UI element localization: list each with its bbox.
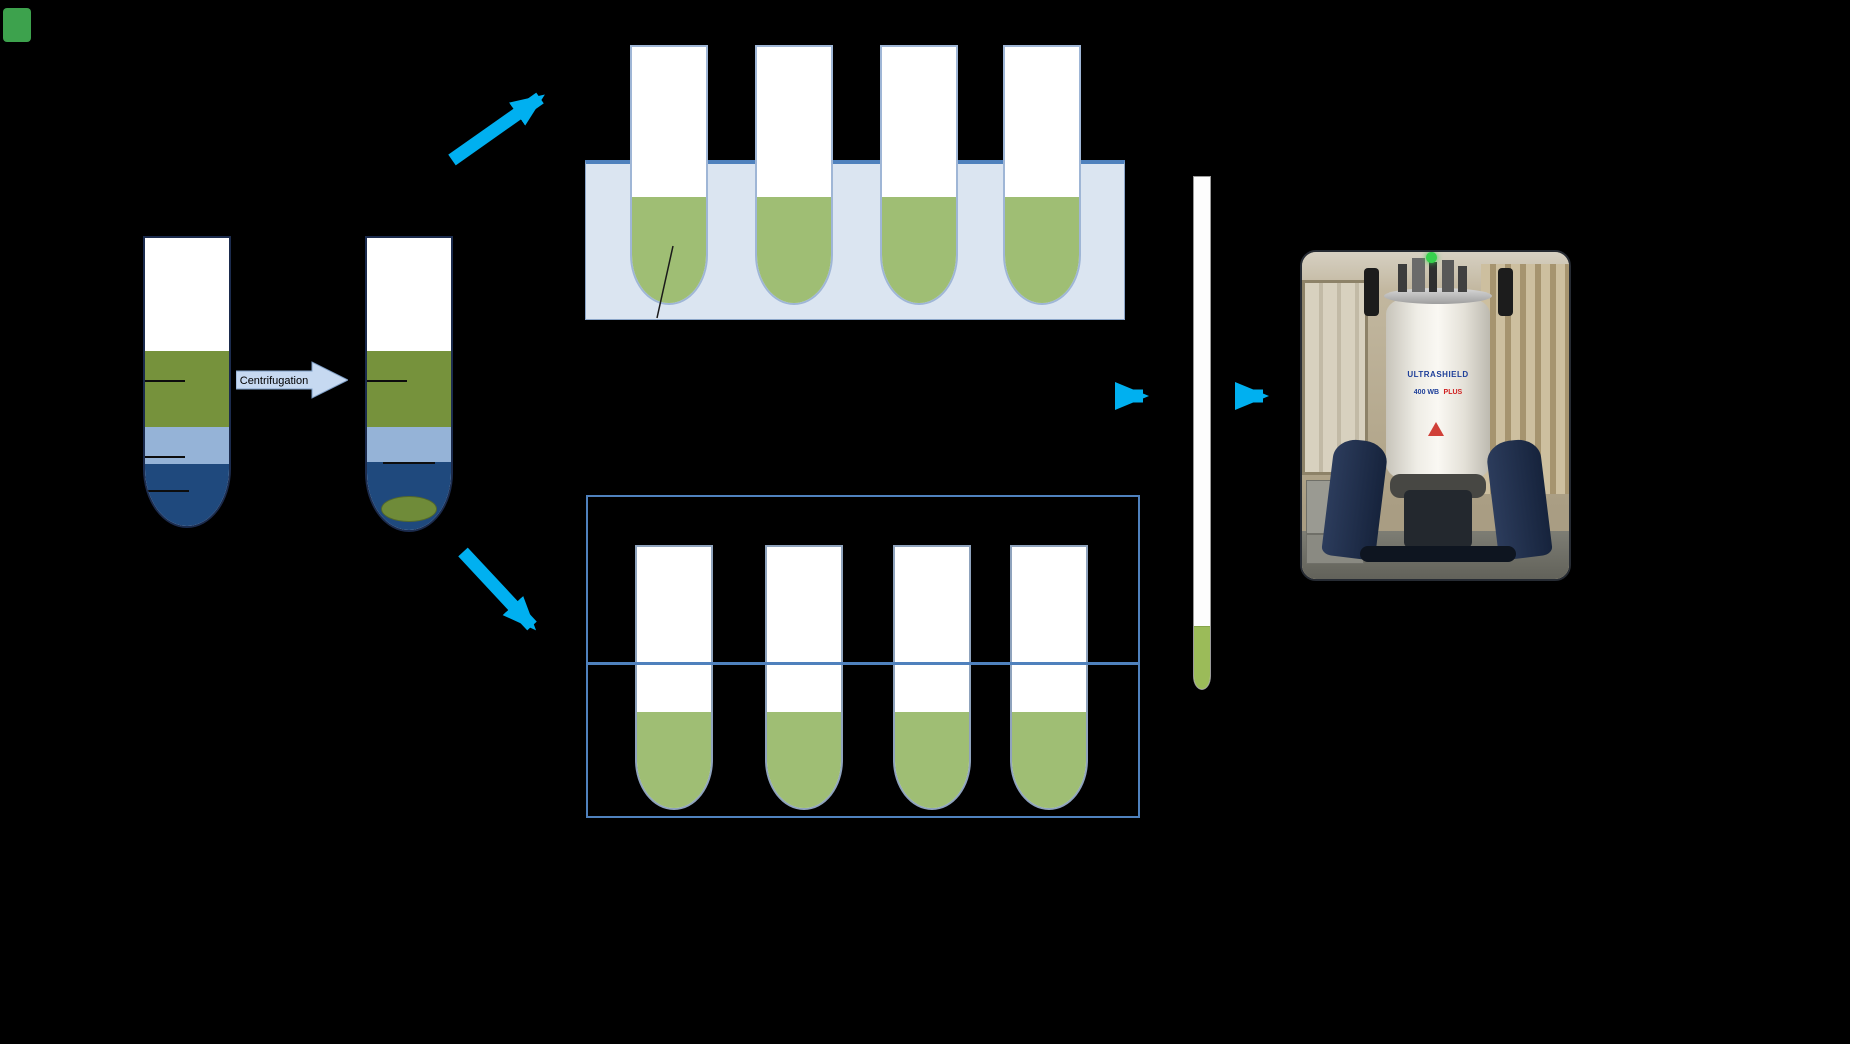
- magnet-model-suffix-text: PLUS: [1443, 389, 1463, 396]
- warning-triangle-icon: [1428, 422, 1444, 436]
- centrifuged-tube-layer-white: [367, 238, 451, 351]
- centrifugation-label: Centrifugation: [240, 375, 309, 387]
- nmr-sample-tube: [1193, 176, 1211, 690]
- rack-tube-1: [635, 545, 713, 810]
- magnet-label: ULTRASHIELD 400 WB PLUS: [1386, 370, 1490, 400]
- magnet-model-text: 400 WB: [1413, 389, 1440, 396]
- incubated-tube-1: [630, 45, 708, 305]
- green-liquid: [1012, 712, 1086, 808]
- top-fitting: [1412, 258, 1425, 292]
- tick-mark: [145, 490, 189, 492]
- green-liquid: [632, 197, 706, 303]
- sample-tube-centrifuged: [365, 236, 453, 532]
- green-liquid: [1005, 197, 1079, 303]
- tick-mark: [145, 456, 185, 458]
- magnet-center-support: [1404, 490, 1472, 548]
- tick-mark: [145, 380, 185, 382]
- top-fitting: [1429, 262, 1437, 292]
- green-liquid: [757, 197, 831, 303]
- green-liquid: [767, 712, 841, 808]
- magnet-base: [1360, 546, 1516, 562]
- initial-tube-layer-green: [145, 351, 229, 427]
- green-liquid: [882, 197, 956, 303]
- top-fitting: [1458, 266, 1467, 292]
- initial-tube-layer-white: [145, 238, 229, 351]
- rack-tube-3: [893, 545, 971, 810]
- corner-green-mark: [3, 8, 31, 42]
- rack-tube-4: [1010, 545, 1088, 810]
- tube-rack: [586, 495, 1140, 818]
- magnet-body: [1386, 298, 1490, 480]
- rack-tube-2: [765, 545, 843, 810]
- green-status-light: [1426, 252, 1437, 263]
- sample-tube-initial: [143, 236, 231, 528]
- centrifuged-tube-layer-lightblue: [367, 427, 451, 462]
- top-fitting: [1442, 260, 1454, 292]
- magnet-brand-text: ULTRASHIELD: [1407, 370, 1469, 379]
- side-tower: [1498, 268, 1513, 316]
- tick-mark: [383, 462, 435, 464]
- initial-tube-layer-darkblue: [145, 464, 229, 526]
- side-tower: [1364, 268, 1379, 316]
- arrow-up-right-icon: [448, 92, 545, 166]
- green-liquid: [637, 712, 711, 808]
- incubated-tube-4: [1003, 45, 1081, 305]
- incubated-tube-3: [880, 45, 958, 305]
- green-pellet: [381, 496, 437, 522]
- incubated-tube-2: [755, 45, 833, 305]
- magnet-top-plate: [1384, 288, 1492, 304]
- centrifugation-arrow: Centrifugation: [236, 361, 348, 399]
- block-arrow-right-icon: [236, 361, 348, 399]
- arrow-down-right-icon: [458, 547, 537, 631]
- rack-level-line: [586, 662, 1140, 665]
- tick-mark: [367, 380, 407, 382]
- green-liquid: [895, 712, 969, 808]
- centrifuged-tube-layer-green: [367, 351, 451, 427]
- initial-tube-layer-lightblue: [145, 427, 229, 464]
- nmr-spectrometer-photo: ULTRASHIELD 400 WB PLUS: [1300, 250, 1571, 581]
- nmr-tube-liquid: [1194, 626, 1210, 689]
- top-fitting: [1398, 264, 1407, 292]
